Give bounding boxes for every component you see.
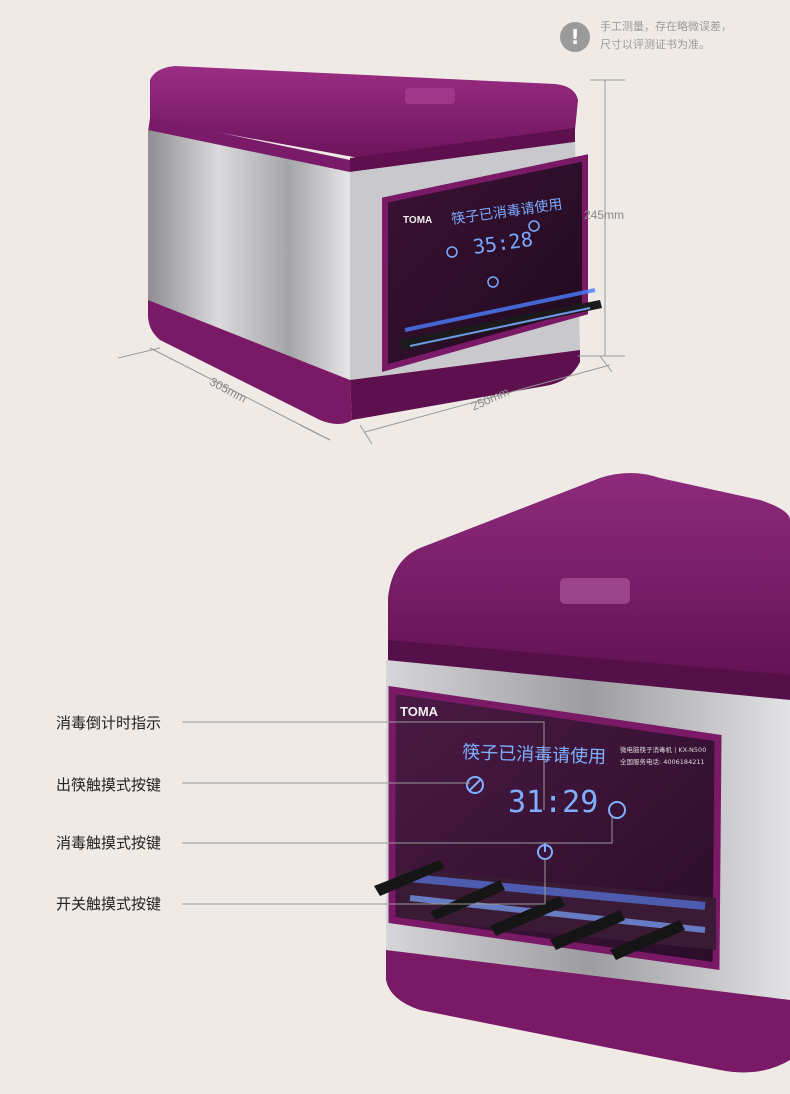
product-dimension-illustration: TOMA 筷子已消毒请使用 35:28 bbox=[117, 66, 625, 445]
callout-countdown-indicator: 消毒倒计时指示 bbox=[56, 714, 162, 732]
display-message-bottom: 筷子已消毒请使用 bbox=[462, 742, 607, 768]
chopstick-rack-bottom bbox=[374, 860, 716, 960]
chopstick-rack-top bbox=[400, 288, 602, 350]
dispense-button-top[interactable] bbox=[446, 246, 458, 258]
power-button-top[interactable] bbox=[487, 276, 499, 288]
callout-dispense-button: 出筷触摸式按键 bbox=[56, 776, 162, 794]
notice-text: 手工测量，存在略微误差， 尺寸以评测证书为准。 bbox=[600, 18, 732, 54]
dimension-lines bbox=[117, 79, 625, 445]
callout-leaders bbox=[182, 721, 613, 905]
dispense-touch-button[interactable] bbox=[466, 776, 484, 794]
notice-line-1: 手工测量，存在略微误差， bbox=[600, 20, 732, 33]
sterilize-touch-button[interactable] bbox=[608, 801, 626, 819]
height-dimension: 245mm bbox=[584, 208, 625, 222]
service-phone-label: 全国服务电话: 4006184211 bbox=[620, 757, 705, 766]
measurement-notice: ! 手工测量，存在略微误差， 尺寸以评测证书为准。 bbox=[560, 18, 780, 58]
callout-sterilize-button: 消毒触摸式按键 bbox=[56, 834, 162, 852]
timer-readout-bottom: 31:29 bbox=[508, 785, 598, 820]
notice-line-2: 尺寸以评测证书为准。 bbox=[600, 38, 710, 51]
brand-logo-top: TOMA bbox=[403, 215, 432, 226]
exclamation-icon: ! bbox=[560, 22, 590, 52]
callout-power-button: 开关触摸式按键 bbox=[56, 895, 162, 913]
model-label: 微电脑筷子消毒机 | KX-N500 bbox=[620, 745, 706, 754]
brand-logo-bottom: TOMA bbox=[400, 704, 439, 719]
sterilize-button-top[interactable] bbox=[528, 220, 540, 232]
